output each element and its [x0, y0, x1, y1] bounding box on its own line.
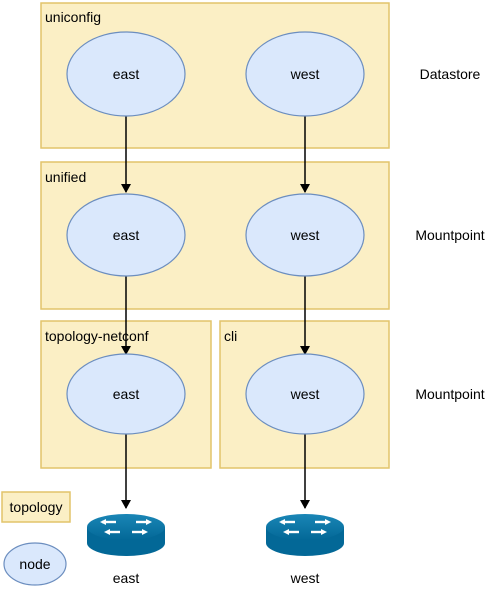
node-unified-east-label: east [113, 227, 140, 243]
group-title-cli: cli [224, 328, 237, 344]
node-unified-west[interactable] [245, 193, 365, 277]
router-icon[interactable] [87, 514, 165, 556]
group-title-unified: unified [45, 169, 86, 185]
legend-topology-label: topology [10, 499, 63, 515]
device-label-west: west [290, 570, 320, 586]
side-label-mountpoint-unified: Mountpoint [415, 227, 484, 243]
device-label-east: east [113, 570, 140, 586]
group-title-topology-netconf: topology-netconf [45, 328, 149, 344]
node-netconf-east-label: east [113, 386, 140, 402]
legend-topology-swatch [1, 491, 71, 523]
node-netconf-east[interactable] [66, 353, 186, 435]
node-uniconfig-east-label: east [113, 66, 140, 82]
node-uniconfig-west[interactable] [245, 31, 365, 117]
side-label-datastore: Datastore [420, 66, 481, 82]
router-icon[interactable] [266, 514, 344, 556]
legend-node-label: node [19, 556, 50, 572]
legend-node-swatch [3, 542, 67, 586]
side-label-mountpoint-lower: Mountpoint [415, 386, 484, 402]
node-unified-east[interactable] [66, 193, 186, 277]
node-cli-west-label: west [290, 386, 320, 402]
node-uniconfig-west-label: west [290, 66, 320, 82]
node-cli-west[interactable] [245, 353, 365, 435]
node-uniconfig-east[interactable] [66, 31, 186, 117]
node-unified-west-label: west [290, 227, 320, 243]
group-title-uniconfig: uniconfig [45, 9, 101, 25]
